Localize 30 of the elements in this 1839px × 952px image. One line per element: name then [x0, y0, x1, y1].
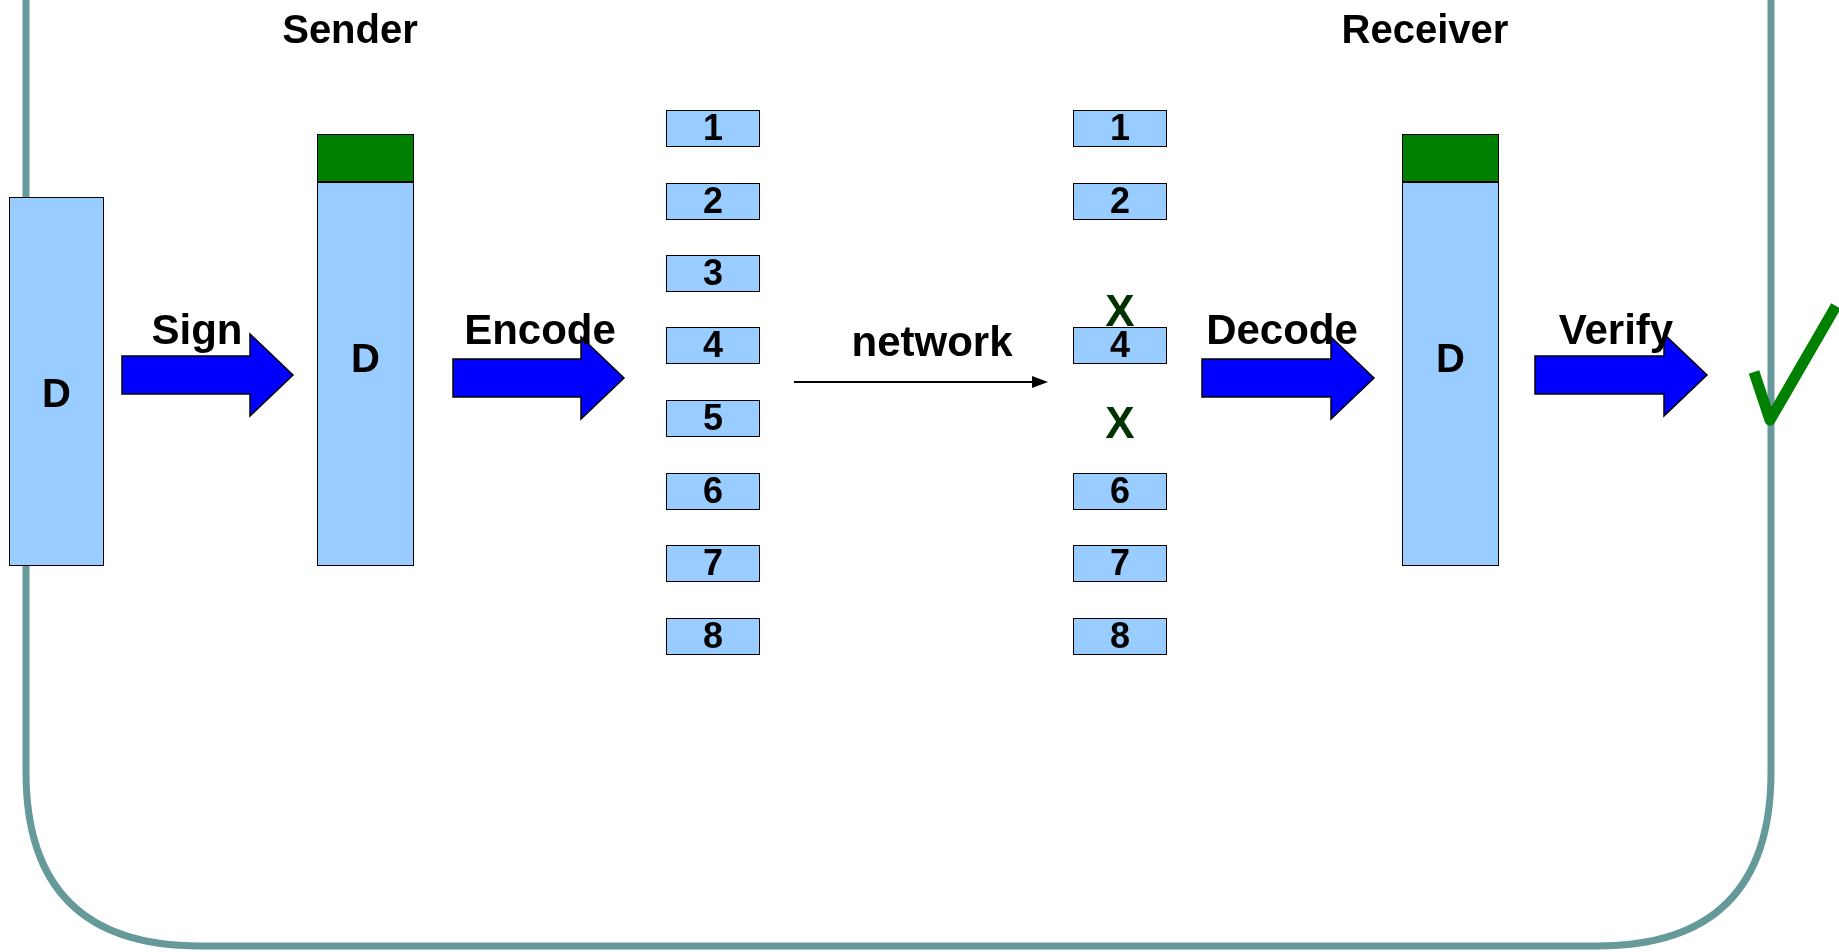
edge-label: Decode: [1206, 306, 1358, 354]
block-arrow: [1201, 335, 1376, 421]
packet-box: 2: [1073, 183, 1167, 220]
packet-box: 4: [666, 327, 760, 364]
block-arrow: [452, 335, 626, 421]
packet-box: 1: [666, 110, 760, 147]
block-letter: D: [1436, 335, 1465, 380]
column-heading: Sender: [282, 6, 418, 52]
packet-box: 8: [666, 618, 760, 655]
packet-box: 6: [666, 473, 760, 510]
lost-packet-mark: X: [1105, 398, 1135, 448]
packet-box: 2: [666, 183, 760, 220]
block-letter: D: [42, 370, 71, 415]
block-arrow: [121, 332, 295, 418]
packet-box: 8: [1073, 618, 1167, 655]
edge-label: Verify: [1558, 306, 1674, 354]
column-heading: Receiver: [1341, 6, 1509, 52]
edge-label: Encode: [464, 306, 616, 354]
edge-label: Sign: [151, 306, 243, 354]
packet-box: 6: [1073, 473, 1167, 510]
network-label: network: [851, 318, 1013, 366]
packet-box: 3: [666, 255, 760, 292]
signed-data-block: [1402, 134, 1499, 566]
block-letter: D: [351, 335, 380, 380]
signed-data-block: [317, 134, 414, 566]
packet-box: 1: [1073, 110, 1167, 147]
packet-box: 7: [666, 545, 760, 582]
packet-box: 5: [666, 400, 760, 437]
data-block: [9, 197, 104, 566]
packet-box: 7: [1073, 545, 1167, 582]
